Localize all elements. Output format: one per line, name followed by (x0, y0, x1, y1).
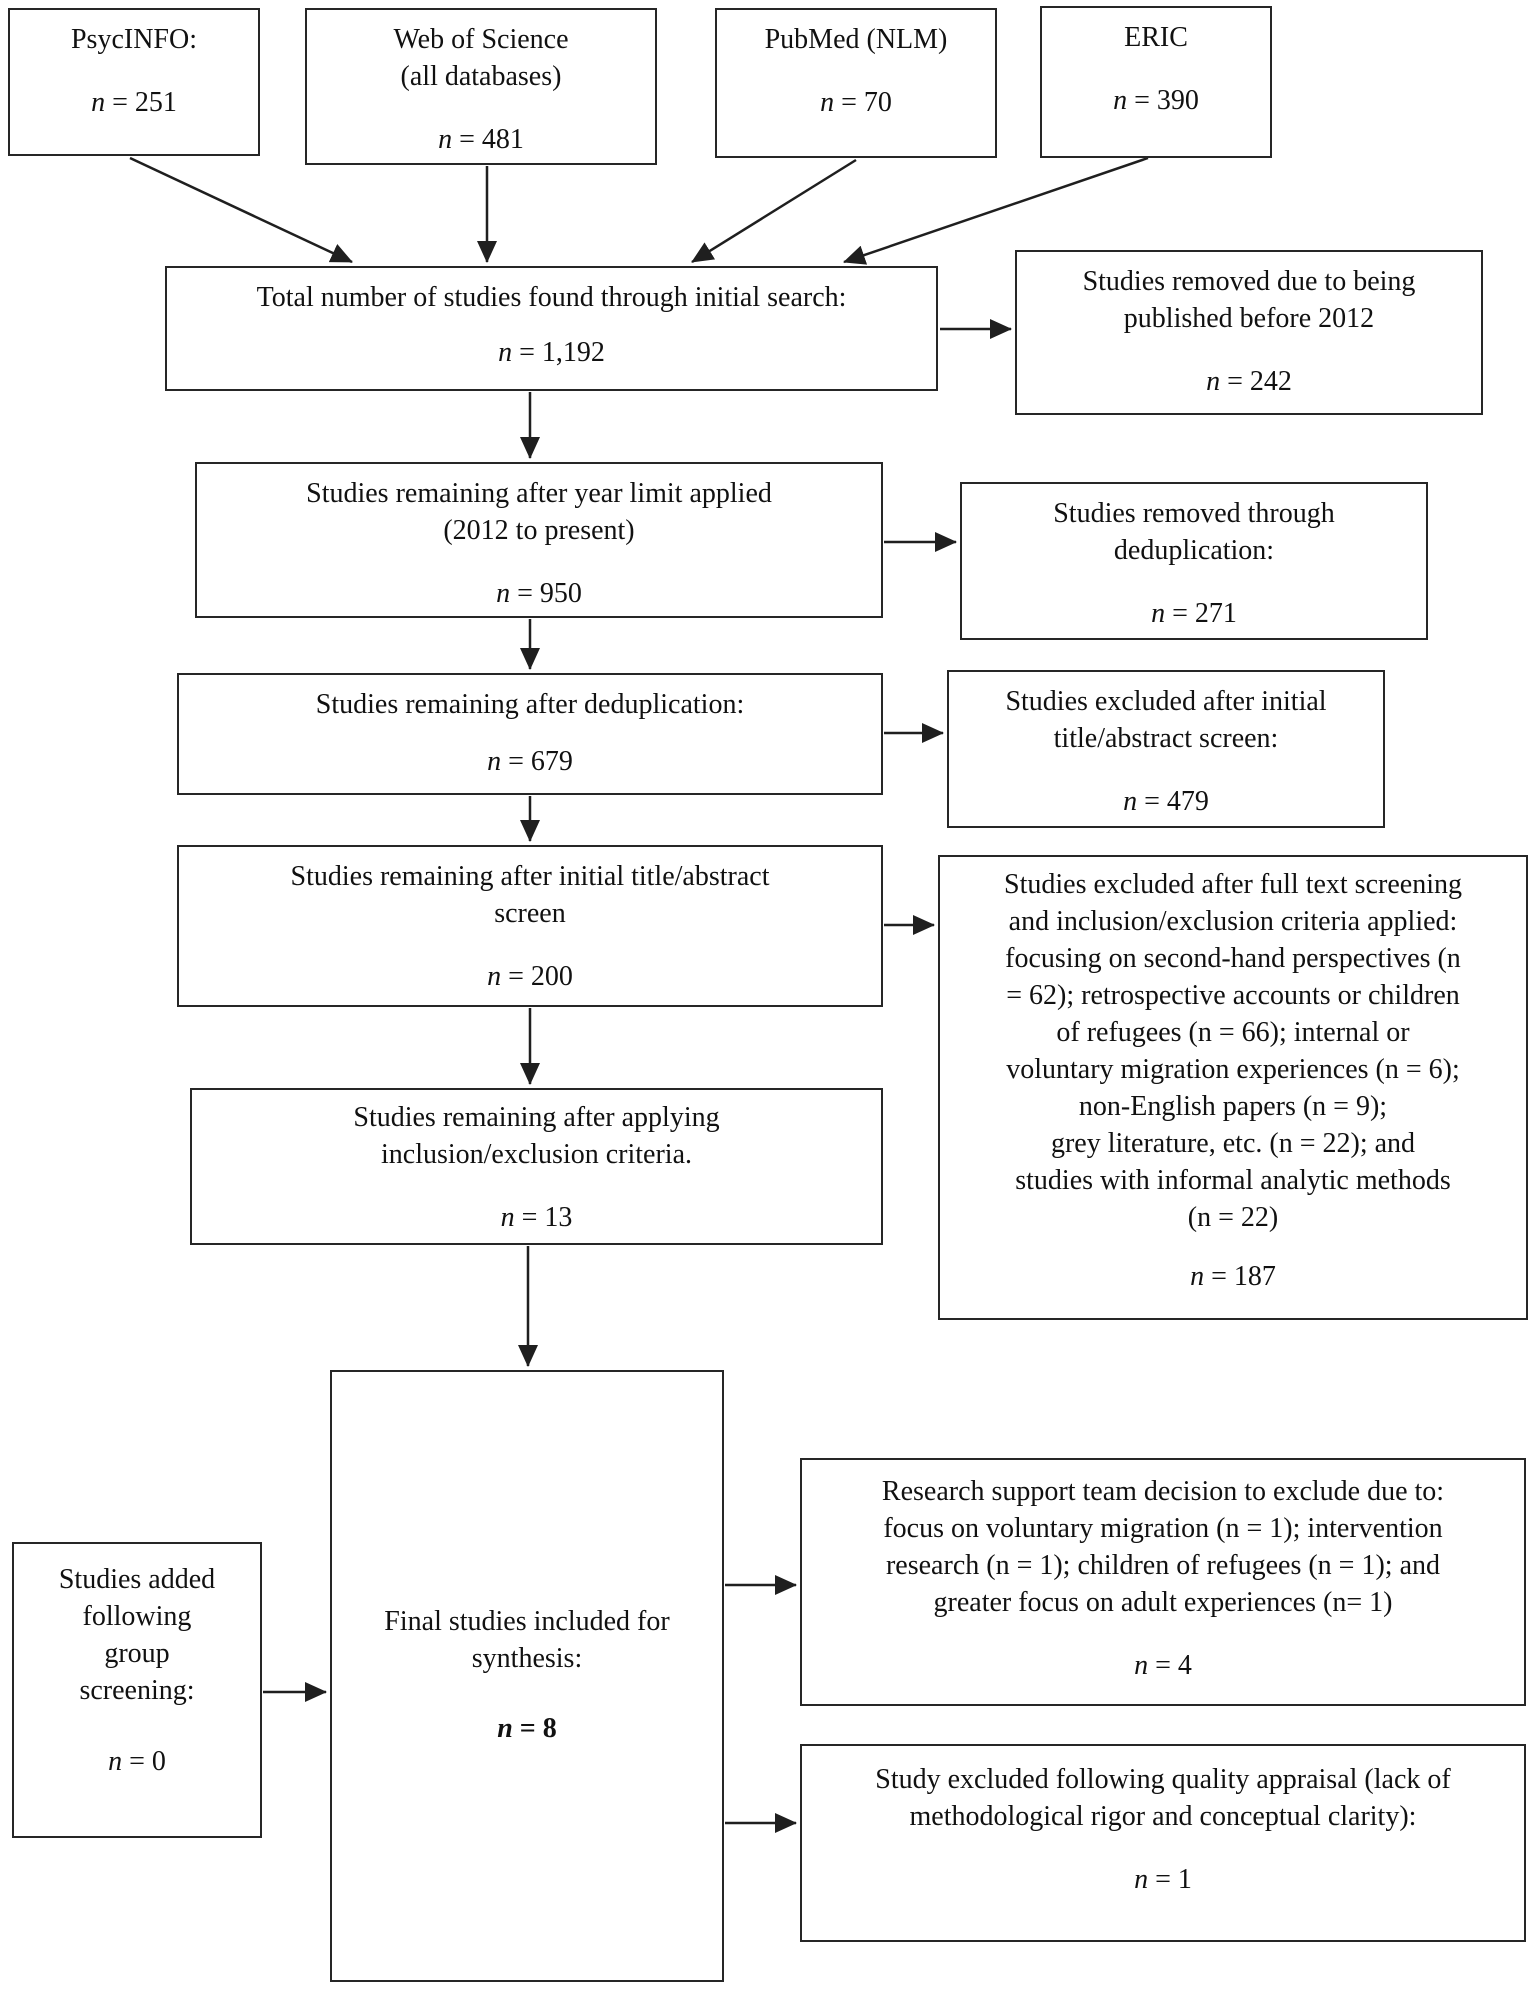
n-value: = 200 (508, 960, 573, 992)
n-value: = 271 (1172, 597, 1237, 629)
box-label: Studies excluded after full text screeni… (1004, 869, 1462, 1233)
box-n-count: n= 200 (487, 959, 573, 996)
box-after-title-abstract-screen: Studies remaining after initial title/ab… (177, 845, 883, 1007)
box-source-web-of-science: Web of Science (all databases) n= 481 (305, 8, 657, 165)
n-symbol: n (497, 1713, 513, 1745)
n-value: = 479 (1144, 785, 1209, 817)
box-source-psycinfo: PsycINFO: n= 251 (8, 8, 260, 156)
box-label: Studies excluded after initial title/abs… (1005, 686, 1327, 754)
box-after-year-limit: Studies remaining after year limit appli… (195, 462, 883, 618)
box-label: Research support team decision to exclud… (881, 1476, 1445, 1618)
box-label: ERIC (1124, 22, 1188, 53)
n-value: = 390 (1134, 84, 1199, 116)
box-n-count: n= 481 (438, 122, 524, 159)
n-symbol: n (820, 86, 835, 118)
box-n-count: n= 271 (1151, 596, 1237, 633)
box-total-initial-search: Total number of studies found through in… (165, 266, 938, 391)
box-label: Web of Science (all databases) (393, 24, 569, 92)
n-value: = 242 (1227, 365, 1292, 397)
box-n-count: n= 251 (91, 85, 177, 122)
n-symbol: n (487, 745, 502, 777)
n-symbol: n (500, 1201, 515, 1233)
box-excluded-full-text: Studies excluded after full text screeni… (938, 855, 1528, 1320)
box-after-inclusion-exclusion: Studies remaining after applying inclusi… (190, 1088, 883, 1245)
box-excluded-quality-appraisal: Study excluded following quality apprais… (800, 1744, 1526, 1942)
arrow-eric-to-total (843, 156, 1149, 265)
box-label: Studies added following group screening: (58, 1564, 216, 1706)
n-value: = 1,192 (519, 336, 605, 368)
box-n-count: n= 4 (1134, 1648, 1192, 1685)
box-removed-before-2012: Studies removed due to being published b… (1015, 250, 1483, 415)
n-value: = 4 (1155, 1649, 1192, 1681)
box-removed-deduplication: Studies removed through deduplication: n… (960, 482, 1428, 640)
box-added-group-screening: Studies added following group screening:… (12, 1542, 262, 1838)
n-symbol: n (498, 336, 513, 368)
box-label: Studies removed through deduplication: (1053, 498, 1335, 566)
box-label: Total number of studies found through in… (256, 282, 847, 313)
box-n-count: n= 70 (820, 85, 892, 122)
box-team-decision-exclude: Research support team decision to exclud… (800, 1458, 1526, 1706)
n-value: = 950 (517, 577, 582, 609)
box-n-count: n= 187 (1190, 1259, 1276, 1296)
box-after-deduplication: Studies remaining after deduplication: n… (177, 673, 883, 795)
box-label: Studies remaining after applying inclusi… (353, 1102, 720, 1170)
box-n-count: n= 242 (1206, 364, 1292, 401)
box-label: Studies remaining after year limit appli… (306, 478, 772, 546)
n-symbol: n (108, 1745, 123, 1777)
n-value: = 0 (129, 1745, 166, 1777)
box-n-count: n= 950 (496, 576, 582, 613)
box-n-count: n= 0 (108, 1744, 166, 1781)
n-symbol: n (1151, 597, 1166, 629)
arrow-pubmed-to-total (691, 158, 857, 264)
box-final-studies: Final studies included for synthesis: n=… (330, 1370, 724, 1982)
n-value: = 251 (112, 86, 177, 118)
n-value: = 8 (519, 1713, 557, 1745)
box-label: PsycINFO: (70, 24, 197, 55)
n-symbol: n (91, 86, 106, 118)
arrow-psycinfo-to-total (129, 156, 353, 264)
n-symbol: n (1123, 785, 1138, 817)
n-value: = 13 (521, 1201, 573, 1233)
box-label: PubMed (NLM) (764, 24, 948, 55)
box-n-count: n= 8 (497, 1711, 557, 1748)
n-symbol: n (487, 960, 502, 992)
box-n-count: n= 679 (487, 744, 573, 781)
n-value: = 679 (508, 745, 573, 777)
box-n-count: n= 1 (1134, 1862, 1192, 1899)
n-symbol: n (1134, 1649, 1149, 1681)
n-value: = 187 (1211, 1260, 1276, 1292)
box-label: Studies remaining after initial title/ab… (290, 861, 770, 929)
box-n-count: n= 13 (501, 1200, 573, 1237)
box-label: Studies removed due to being published b… (1082, 266, 1416, 334)
n-symbol: n (1190, 1260, 1205, 1292)
box-source-pubmed: PubMed (NLM) n= 70 (715, 8, 997, 158)
n-symbol: n (1113, 84, 1128, 116)
box-excluded-title-abstract: Studies excluded after initial title/abs… (947, 670, 1385, 828)
n-symbol: n (1134, 1863, 1149, 1895)
box-label: Studies remaining after deduplication: (315, 689, 745, 720)
box-label: Study excluded following quality apprais… (875, 1764, 1451, 1832)
n-value: = 1 (1155, 1863, 1192, 1895)
box-n-count: n= 1,192 (498, 335, 605, 372)
box-n-count: n= 390 (1113, 83, 1199, 120)
box-label: Final studies included for synthesis: (384, 1605, 670, 1674)
n-value: = 481 (459, 123, 524, 155)
n-symbol: n (1206, 365, 1221, 397)
n-value: = 70 (841, 86, 892, 118)
n-symbol: n (438, 123, 453, 155)
n-symbol: n (496, 577, 511, 609)
box-n-count: n= 479 (1123, 784, 1209, 821)
box-source-eric: ERIC n= 390 (1040, 6, 1272, 158)
